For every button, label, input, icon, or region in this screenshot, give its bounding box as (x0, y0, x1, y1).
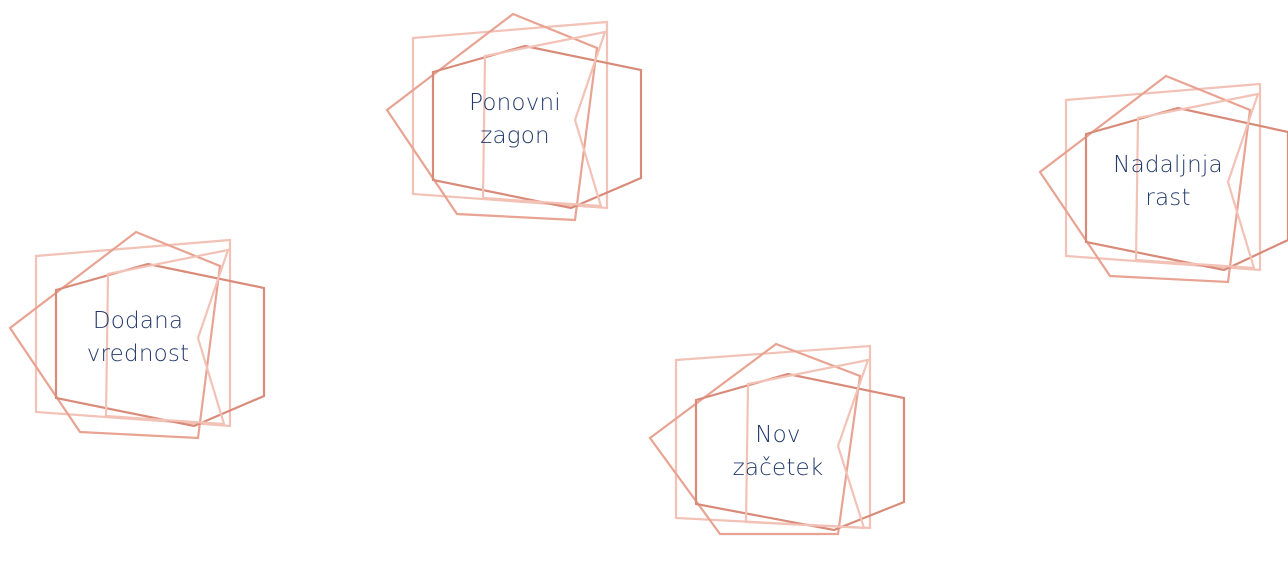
badge-line-2: vrednost (87, 338, 190, 371)
badge-line-2: zagon (480, 120, 550, 153)
badge-line-1: Nov (755, 419, 801, 452)
badge-label: Nadaljnja rast (1098, 142, 1238, 222)
badge-line-1: Ponovni (469, 87, 561, 120)
badge-ponovni-zagon: Ponovni zagon (385, 10, 645, 230)
badge-line-1: Dodana (93, 305, 183, 338)
badge-line-1: Nadaljnja (1113, 149, 1223, 182)
badge-nov-zacetek: Nov začetek (648, 342, 908, 562)
badge-line-2: rast (1145, 182, 1190, 215)
badge-label: Nov začetek (708, 412, 848, 492)
badge-label: Ponovni zagon (445, 80, 585, 160)
badge-nadaljnja-rast: Nadaljnja rast (1038, 72, 1288, 292)
badge-dodana-vrednost: Dodana vrednost (8, 228, 268, 448)
badge-label: Dodana vrednost (68, 298, 208, 378)
badge-line-2: začetek (733, 452, 824, 485)
